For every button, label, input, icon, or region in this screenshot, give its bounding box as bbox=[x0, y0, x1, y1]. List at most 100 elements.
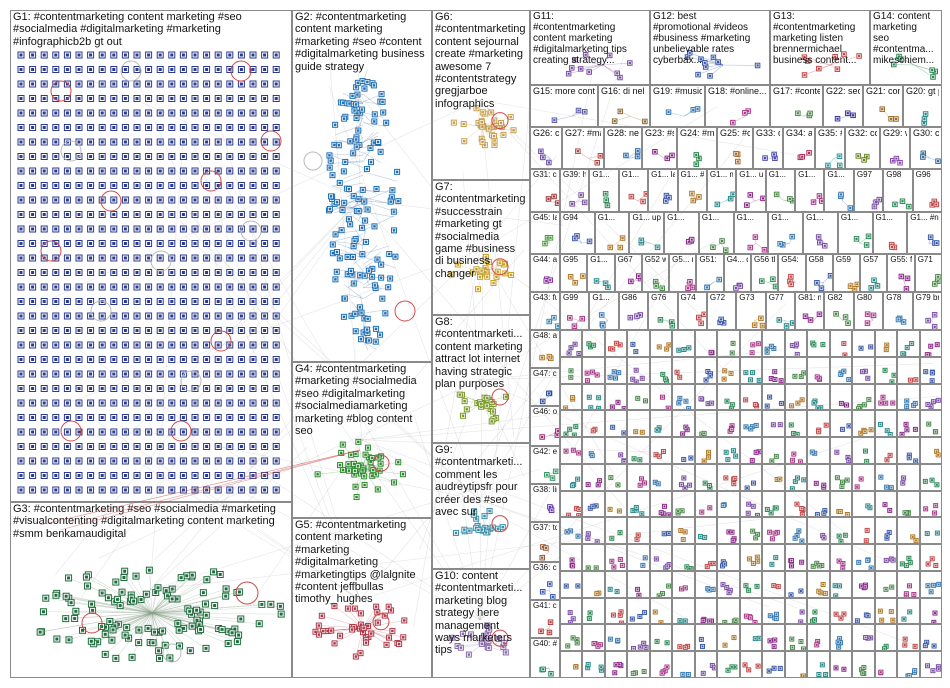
group-cell[interactable] bbox=[807, 463, 830, 491]
group-cell[interactable] bbox=[694, 410, 718, 438]
group-cell-g1b[interactable]: G1... bbox=[618, 169, 649, 212]
group-cell[interactable] bbox=[919, 410, 942, 438]
group-panel-g17[interactable]: G17: #content... before... bbox=[770, 85, 823, 127]
group-cell-g1i[interactable]: G1... bbox=[824, 169, 854, 212]
group-cell[interactable] bbox=[762, 330, 785, 357]
group-cell[interactable] bbox=[560, 356, 583, 384]
group-panel-g12[interactable]: G12: best #promotional #videos #business… bbox=[650, 10, 770, 85]
group-cell[interactable] bbox=[919, 330, 942, 357]
group-panel-g41[interactable]: G41: che... bbox=[530, 600, 560, 638]
group-cell[interactable] bbox=[919, 383, 942, 411]
group-cell[interactable] bbox=[717, 330, 740, 357]
group-cell[interactable] bbox=[897, 383, 920, 411]
group-panel-g44[interactable]: G44: ayi... bbox=[530, 254, 560, 292]
group-cell[interactable] bbox=[582, 437, 605, 464]
group-cell[interactable] bbox=[560, 437, 583, 464]
group-cell[interactable] bbox=[784, 356, 808, 384]
group-cell[interactable] bbox=[717, 356, 740, 384]
group-cell[interactable] bbox=[694, 463, 718, 491]
group-cell[interactable] bbox=[784, 410, 808, 438]
group-cell-g51[interactable]: G51: bbox=[696, 254, 724, 292]
group-cell[interactable] bbox=[649, 463, 673, 491]
group-cell-g55[interactable]: G55: for... bbox=[887, 254, 915, 292]
group-cell[interactable] bbox=[829, 356, 853, 384]
group-panel-g40[interactable]: G40: #th... bbox=[530, 638, 560, 678]
group-cell[interactable] bbox=[627, 463, 650, 491]
group-cell[interactable] bbox=[672, 356, 695, 384]
group-cell[interactable] bbox=[829, 410, 853, 438]
group-cell[interactable] bbox=[829, 437, 853, 464]
group-cell-g82[interactable]: G82 bbox=[824, 292, 854, 330]
group-cell-g1a[interactable]: G1... bbox=[589, 169, 619, 212]
group-cell[interactable] bbox=[784, 490, 808, 518]
group-cell[interactable] bbox=[604, 517, 628, 545]
group-cell[interactable] bbox=[560, 383, 583, 411]
group-panel-g33[interactable]: G33: digital #po... bbox=[753, 127, 783, 169]
group-cell-g67[interactable]: G67 bbox=[614, 254, 642, 292]
group-cell-g86[interactable]: G86 bbox=[618, 292, 649, 330]
group-cell[interactable] bbox=[604, 383, 628, 411]
group-cell[interactable] bbox=[897, 437, 920, 464]
group-cell[interactable] bbox=[739, 437, 763, 464]
group-cell[interactable] bbox=[717, 463, 740, 491]
group-cell[interactable] bbox=[784, 463, 808, 491]
group-cell-g94[interactable]: G94 bbox=[560, 212, 595, 254]
group-panel-g27[interactable]: G27: #mar... #cont... bbox=[562, 127, 604, 169]
group-cell-g96[interactable]: G96 bbox=[912, 169, 942, 212]
group-cell[interactable] bbox=[717, 410, 740, 438]
group-cell-g73[interactable]: G73 bbox=[736, 292, 766, 330]
group-cell[interactable] bbox=[582, 383, 605, 411]
group-panel-g10[interactable]: G10: content #contentmarketi... marketin… bbox=[432, 569, 530, 678]
group-cell-g54[interactable]: G54: bbox=[778, 254, 806, 292]
group-cell[interactable] bbox=[762, 490, 785, 518]
group-cell-g1k[interactable]: G1... up... bbox=[629, 212, 665, 254]
group-cell[interactable] bbox=[672, 437, 695, 464]
group-cell[interactable] bbox=[919, 463, 942, 491]
group-cell[interactable] bbox=[627, 356, 650, 384]
group-cell-g1m[interactable]: G1... bbox=[698, 212, 734, 254]
group-cell[interactable] bbox=[672, 330, 695, 357]
group-cell-g1c[interactable]: G1... lat... bbox=[648, 169, 678, 212]
group-cell[interactable] bbox=[604, 490, 628, 518]
group-cell-g1t[interactable]: G1... bbox=[587, 254, 615, 292]
group-cell-g79[interactable]: G79 br... bbox=[912, 292, 942, 330]
group-cell[interactable] bbox=[560, 490, 583, 518]
group-cell-g1g[interactable]: G1... bbox=[765, 169, 796, 212]
group-cell[interactable] bbox=[897, 490, 920, 518]
group-panel-g30[interactable]: G30: co... co... bbox=[910, 127, 942, 169]
group-cell[interactable] bbox=[739, 330, 763, 357]
group-cell[interactable] bbox=[807, 437, 830, 464]
group-cell[interactable] bbox=[807, 410, 830, 438]
group-panel-g24[interactable]: G24: #mar... #cont... bbox=[677, 127, 717, 169]
group-panel-g7[interactable]: G7: #contentmarketing #successtrain #mar… bbox=[432, 180, 530, 315]
group-cell[interactable] bbox=[852, 330, 875, 357]
group-cell[interactable] bbox=[560, 463, 583, 491]
group-panel-g4[interactable]: G4: #contentmarketing #marketing #social… bbox=[292, 362, 432, 518]
group-panel-g15[interactable]: G15: more content #contentma... bbox=[530, 85, 598, 127]
group-cell[interactable] bbox=[852, 437, 875, 464]
group-cell[interactable] bbox=[852, 356, 875, 384]
group-cell-g71[interactable]: G71 bbox=[914, 254, 942, 292]
group-cell[interactable] bbox=[560, 517, 583, 545]
group-cell[interactable] bbox=[762, 383, 785, 411]
group-cell[interactable] bbox=[874, 437, 898, 464]
group-cell[interactable] bbox=[919, 356, 942, 384]
group-cell[interactable] bbox=[627, 437, 650, 464]
group-cell[interactable] bbox=[627, 490, 650, 518]
group-cell-g99[interactable]: G99 bbox=[560, 292, 590, 330]
group-cell[interactable] bbox=[784, 383, 808, 411]
group-cell[interactable] bbox=[560, 330, 583, 357]
group-panel-g31[interactable]: G31: con... #co... bbox=[530, 169, 560, 212]
group-cell[interactable] bbox=[604, 356, 628, 384]
group-cell[interactable] bbox=[874, 490, 898, 518]
group-panel-g47[interactable]: G47: co... bbox=[530, 368, 560, 406]
group-panel-g3[interactable]: G3: #contentmarketing #seo #socialmedia … bbox=[10, 502, 292, 678]
group-cell-g1q[interactable]: G1... bbox=[837, 212, 873, 254]
group-cell-g59[interactable]: G59 bbox=[832, 254, 861, 292]
group-cell[interactable] bbox=[582, 410, 605, 438]
group-panel-g5[interactable]: G5: #contentmarketing content marketing … bbox=[292, 518, 432, 678]
group-cell[interactable] bbox=[852, 490, 875, 518]
group-cell[interactable] bbox=[582, 490, 605, 518]
group-panel-g13[interactable]: G13: #contentmarketing marketing listen … bbox=[770, 10, 870, 85]
group-cell[interactable] bbox=[582, 356, 605, 384]
